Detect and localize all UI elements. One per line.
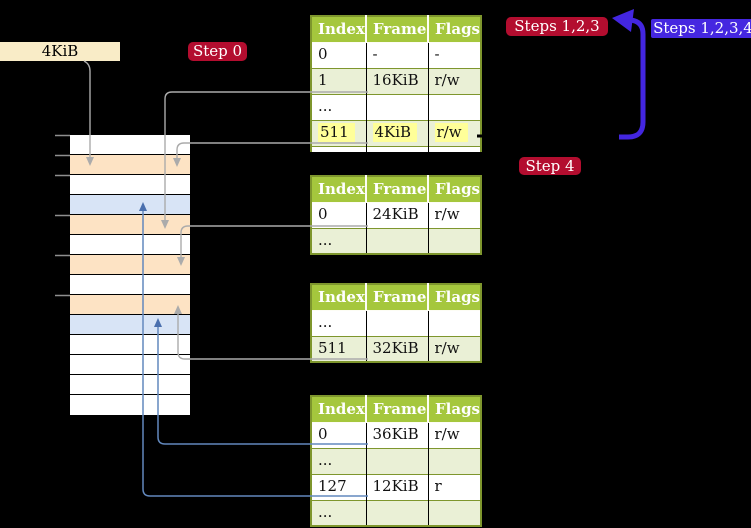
col-header-frame: Frame — [365, 284, 428, 311]
cell-frame: 16KiB — [365, 67, 428, 94]
col-header-frame: Frame — [365, 176, 428, 203]
cell-frame: - — [365, 41, 428, 68]
cell-index: 511 — [311, 335, 366, 362]
cell-index: 0 — [311, 421, 366, 448]
cell-index: ... — [311, 309, 366, 336]
col-header-index: Index — [311, 176, 366, 203]
table-row: 0 36KiB r/w — [311, 421, 481, 448]
table-row: ... — [311, 499, 481, 526]
table-header-row: Index Frame Flags — [311, 176, 481, 203]
cell-frame: 32KiB — [365, 335, 428, 362]
table-header-row: Index Frame Flags — [311, 16, 481, 43]
step4-badge: Step 4 — [519, 157, 581, 175]
cell-flags — [427, 93, 481, 120]
cell-flags: - — [427, 41, 481, 68]
table-row: 0 24KiB r/w — [311, 201, 481, 228]
col-header-frame: Frame — [365, 396, 428, 423]
cell-frame: 4KiB — [365, 119, 428, 146]
table-row: ... — [311, 227, 481, 254]
cell-index: ... — [311, 93, 366, 120]
cell-flags — [427, 499, 481, 526]
cell-frame — [365, 93, 428, 120]
cell-flags — [427, 227, 481, 254]
memory-cell-mapped-page — [70, 195, 190, 215]
page-table-4: Index Frame Flags 0 36KiB r/w ... 127 12… — [310, 395, 482, 527]
table-row: 127 12KiB r — [311, 473, 481, 500]
memory-ticks — [55, 134, 70, 297]
cell-frame — [365, 309, 428, 336]
memory-cell-free — [70, 135, 190, 155]
memory-cell-free — [70, 375, 190, 395]
steps123-badge: Steps 1,2,3 — [506, 17, 608, 36]
cell-frame: 36KiB — [365, 421, 428, 448]
memory-cell-page-table — [70, 155, 190, 175]
highlighted-value: 4KiB — [372, 123, 418, 142]
memory-cell-free — [70, 335, 190, 355]
steps1234-badge: Steps 1,2,3,4 — [651, 19, 751, 38]
cell-frame: 12KiB — [365, 473, 428, 500]
highlighted-value: r/w — [434, 123, 468, 142]
memory-cell-free — [70, 275, 190, 295]
memory-cell-free — [70, 235, 190, 255]
cell-index: ... — [311, 499, 366, 526]
cell-frame — [365, 499, 428, 526]
table-row: 0 - - — [311, 41, 481, 68]
cell-index: 511 — [311, 119, 366, 146]
frame-size-label: 4KiB — [0, 42, 120, 61]
col-header-frame: Frame — [365, 16, 428, 43]
col-header-index: Index — [311, 284, 366, 311]
cell-flags: r/w — [427, 201, 481, 228]
cell-index: ... — [311, 447, 366, 474]
memory-cell-free — [70, 355, 190, 375]
cell-index: 1 — [311, 67, 366, 94]
col-header-flags: Flags — [427, 284, 481, 311]
table-row: 1 16KiB r/w — [311, 67, 481, 94]
table-row: ... — [311, 447, 481, 474]
cell-frame: 24KiB — [365, 201, 428, 228]
cell-index: ... — [311, 227, 366, 254]
highlighted-value: 511 — [318, 123, 355, 142]
memory-stack — [69, 134, 191, 416]
table-header-row: Index Frame Flags — [311, 396, 481, 423]
cell-index: 0 — [311, 201, 366, 228]
table-row: 511 32KiB r/w — [311, 335, 481, 362]
table-row-recursive: 511 4KiB r/w — [311, 119, 481, 146]
recursive-loop-arrow — [619, 17, 646, 140]
table-header-row: Index Frame Flags — [311, 284, 481, 311]
cell-flags: r/w — [427, 335, 481, 362]
memory-cell-page-table — [70, 295, 190, 315]
col-header-flags: Flags — [427, 176, 481, 203]
memory-cell-free — [70, 395, 190, 415]
cell-index: 127 — [311, 473, 366, 500]
cell-frame — [365, 227, 428, 254]
step0-badge: Step 0 — [188, 42, 247, 61]
col-header-index: Index — [311, 16, 366, 43]
memory-cell-free — [70, 175, 190, 195]
table-row: ... — [311, 93, 481, 120]
col-header-index: Index — [311, 396, 366, 423]
memory-cell-page-table — [70, 215, 190, 235]
cell-flags — [427, 309, 481, 336]
page-table-1: Index Frame Flags 0 - - 1 16KiB r/w ... … — [310, 15, 482, 152]
cell-flags: r/w — [427, 421, 481, 448]
table-row: ... — [311, 309, 481, 336]
page-table-2: Index Frame Flags 0 24KiB r/w ... — [310, 175, 482, 255]
cell-frame — [365, 447, 428, 474]
page-table-3: Index Frame Flags ... 511 32KiB r/w — [310, 283, 482, 363]
cell-flags: r — [427, 473, 481, 500]
col-header-flags: Flags — [427, 16, 481, 43]
col-header-flags: Flags — [427, 396, 481, 423]
cell-flags — [427, 447, 481, 474]
memory-cell-page-table — [70, 255, 190, 275]
cell-index: 0 — [311, 41, 366, 68]
cell-flags: r/w — [427, 119, 481, 146]
memory-cell-mapped-page — [70, 315, 190, 335]
cell-flags: r/w — [427, 67, 481, 94]
clipped-row — [311, 145, 481, 152]
recursive-loop-arrowhead — [612, 9, 634, 32]
